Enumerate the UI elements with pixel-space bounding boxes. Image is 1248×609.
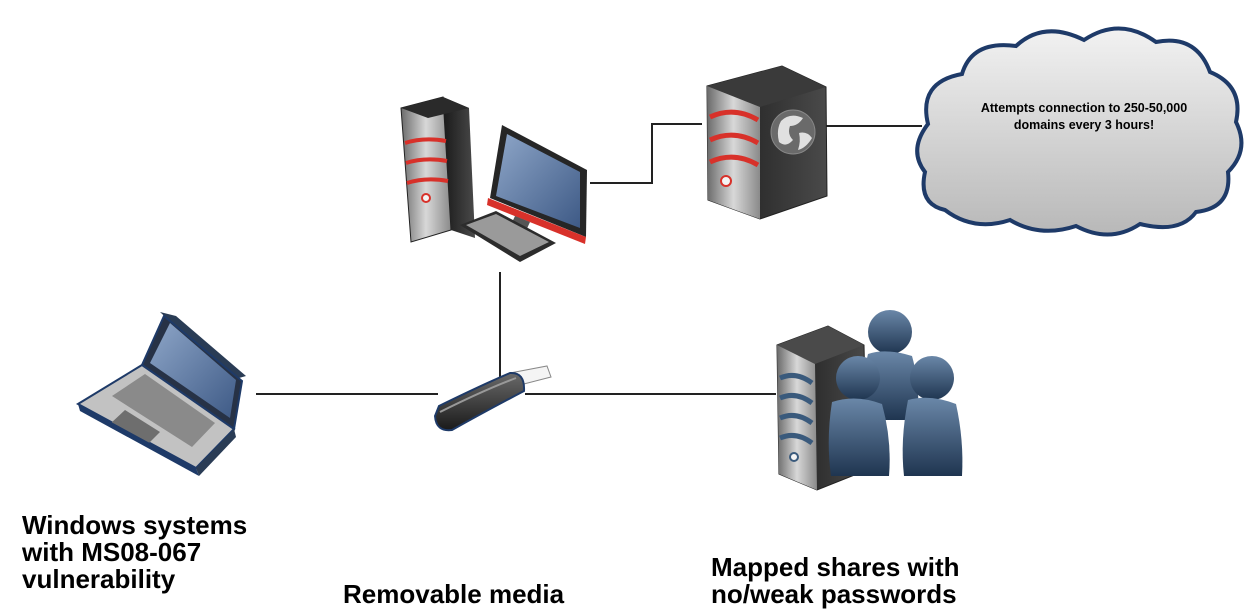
cloud-caption: Attempts connection to 250-50,000 domain…: [925, 100, 1243, 134]
link-desktop-to-web-server: [590, 123, 702, 184]
windows-label-line-3: vulnerability: [22, 564, 176, 594]
usb-drive-icon: [433, 365, 552, 432]
windows-label-line-2: with MS08-067: [22, 537, 202, 567]
removable-media-label: Removable media: [343, 579, 565, 609]
mapped-shares-label: Mapped shares with no/weak passwords: [711, 554, 960, 608]
shares-label-line-2: no/weak passwords: [711, 579, 957, 609]
laptop-icon: [75, 312, 246, 476]
cloud-caption-line-2: domains every 3 hours!: [1013, 118, 1155, 132]
desktop-computer-icon: [400, 96, 587, 262]
users-icon: [828, 310, 963, 476]
connection-lines: [256, 123, 922, 395]
cloud-caption-line-1: Attempts connection to 250-50,000: [980, 101, 1188, 115]
web-server-icon: [706, 65, 828, 220]
user-right: [902, 356, 963, 476]
user-front: [828, 356, 890, 476]
windows-systems-label: Windows systems with MS08-067 vulnerabil…: [22, 512, 247, 593]
windows-label-line-1: Windows systems: [22, 510, 248, 540]
internet-cloud-icon: [915, 26, 1244, 237]
shares-label-line-1: Mapped shares with: [711, 552, 960, 582]
